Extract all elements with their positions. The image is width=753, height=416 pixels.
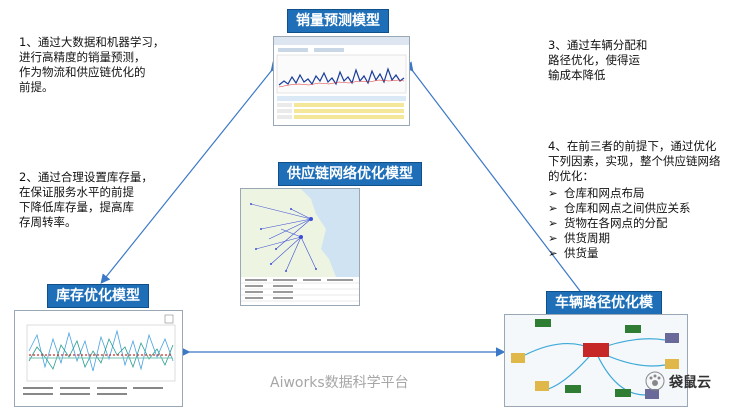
arrow-bullet-icon: ➢ (548, 201, 558, 215)
brand-name: 袋鼠云 (669, 375, 711, 391)
list-item-label: 仓库和网点布局 (564, 186, 645, 200)
text-line: 4、在前三者的前提下，通过优化 (548, 139, 717, 153)
text-line: 的优化： (548, 169, 594, 183)
platform-watermark: Aiworks数据科学平台 (270, 375, 409, 391)
inventory-chart-screenshot (14, 310, 183, 407)
arrow-bullet-icon: ➢ (548, 186, 558, 200)
network-description: 4、在前三者的前提下，通过优化 下列因素，实现，整个供应链网络 的优化： (548, 139, 721, 184)
network-model-title: 供应链网络优化模型 (278, 162, 422, 186)
text-line: 3、通过车辆分配和 (548, 38, 648, 52)
text-line: 下降低库存量，提高库 (19, 200, 134, 214)
inventory-description: 2、通过合理设置库存量， 在保证服务水平的前提 下降低库存量，提高库 存周转率。 (19, 170, 153, 230)
text-line: 存周转率。 (19, 215, 77, 229)
inventory-model-title: 库存优化模型 (47, 284, 149, 308)
list-item-label: 货物在各网点的分配 (564, 216, 668, 230)
routing-diagram-image (505, 315, 687, 406)
arrow-sales-routing (403, 61, 592, 306)
network-map-image (241, 189, 359, 305)
network-map-screenshot (240, 188, 360, 306)
routing-diagram-screenshot (504, 314, 688, 407)
list-item-label: 供货量 (564, 246, 599, 260)
text-line: 前提。 (19, 80, 54, 94)
list-item: ➢ 供货周期 (548, 231, 691, 246)
sales-description: 1、通过大数据和机器学习， 进行高精度的销量预测， 作为物流和供应链优化的 前提… (19, 35, 164, 95)
text-line: 下列因素，实现，整个供应链网络 (548, 154, 721, 168)
text-line: 1、通过大数据和机器学习， (19, 35, 165, 49)
text-line: 在保证服务水平的前提 (19, 185, 134, 199)
optimization-factor-list: ➢ 仓库和网点布局 ➢ 仓库和网点之间供应关系 ➢ 货物在各网点的分配 ➢ 供货周期 ➢… (548, 186, 691, 261)
sales-forecast-screenshot (273, 36, 410, 126)
list-item-label: 供货周期 (564, 231, 610, 245)
inventory-chart-image (23, 314, 176, 395)
list-item: ➢ 供货量 (548, 246, 691, 261)
arrow-sales-inventory (100, 61, 281, 284)
routing-description: 3、通过车辆分配和 路径优化，使得运 输成本降低 (548, 38, 647, 83)
text-line: 输成本降低 (548, 68, 606, 82)
sales-model-title: 销量预测模型 (287, 9, 389, 33)
list-item: ➢ 仓库和网点布局 (548, 186, 691, 201)
sales-forecast-chart-image (274, 37, 409, 119)
arrow-bullet-icon: ➢ (548, 216, 558, 230)
text-line: 进行高精度的销量预测， (19, 50, 146, 64)
text-line: 作为物流和供应链优化的 (19, 65, 146, 79)
list-item: ➢ 货物在各网点的分配 (548, 216, 691, 231)
list-item-label: 仓库和网点之间供应关系 (564, 201, 691, 215)
paw-icon (645, 371, 665, 391)
routing-model-title: 车辆路径优化模 (546, 291, 662, 315)
text-line: 2、通过合理设置库存量， (19, 170, 153, 184)
arrow-bullet-icon: ➢ (548, 231, 558, 245)
list-item: ➢ 仓库和网点之间供应关系 (548, 201, 691, 216)
text-line: 路径优化，使得运 (548, 53, 640, 67)
arrow-bullet-icon: ➢ (548, 246, 558, 260)
